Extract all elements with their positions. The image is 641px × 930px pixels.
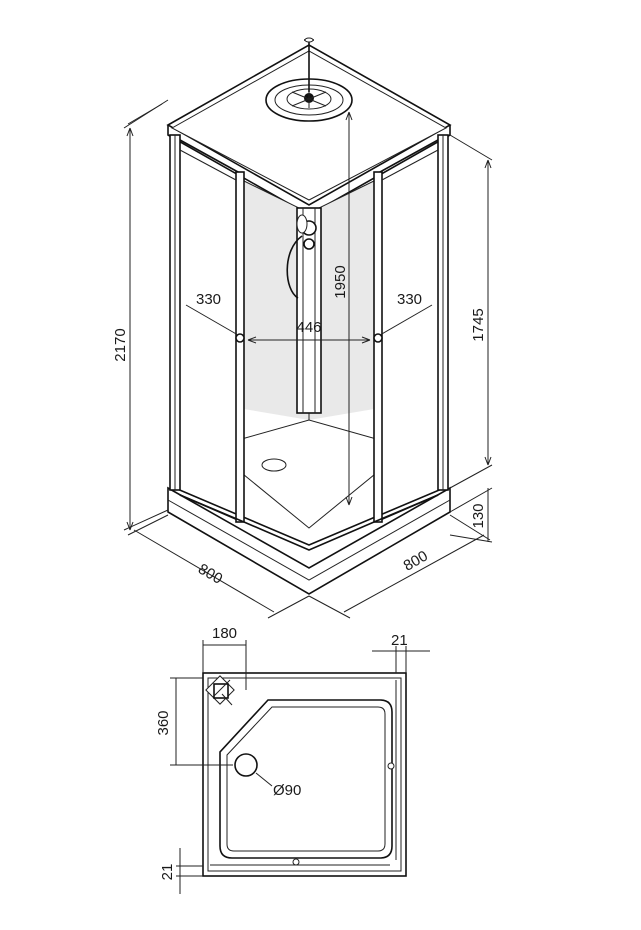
height-tray-label: 130 xyxy=(470,503,487,528)
right-sliding-door xyxy=(373,139,439,523)
left-sliding-door xyxy=(179,139,245,523)
hand-shower-icon xyxy=(296,214,308,234)
height-total-label: 2170 xyxy=(112,328,129,361)
back-wall-right xyxy=(309,178,380,420)
offset-x-label: 180 xyxy=(212,625,237,642)
width-left-label: 800 xyxy=(195,560,225,587)
isometric-view: 2170 1745 130 1950 330 330 446 800 800 xyxy=(112,37,493,619)
door-right-label: 330 xyxy=(397,291,422,308)
basin-outline xyxy=(219,699,393,859)
wall-thickness-top-label: 21 xyxy=(391,632,408,649)
offset-y-label: 360 xyxy=(155,710,172,735)
back-wall-left xyxy=(238,178,309,420)
drain-icon xyxy=(261,458,287,472)
width-right-label: 800 xyxy=(401,547,431,574)
left-front-post xyxy=(169,134,181,491)
right-door-handle xyxy=(373,333,383,343)
drain-diameter-label: Ø90 xyxy=(273,782,301,799)
shower-column xyxy=(286,207,322,414)
door-left-label: 330 xyxy=(196,291,221,308)
tray-outline xyxy=(202,672,407,877)
height-shower-label: 1950 xyxy=(332,265,349,298)
tray-floor xyxy=(237,419,381,529)
right-front-post xyxy=(437,134,449,491)
plan-view: Ø90 180 360 21 21 xyxy=(155,625,430,894)
left-door-handle xyxy=(235,333,245,343)
wall-thickness-bottom-label: 21 xyxy=(159,864,176,881)
drain-icon xyxy=(234,753,258,777)
rain-shower-head xyxy=(265,37,353,122)
door-opening-label: 446 xyxy=(296,319,321,336)
height-walls-label: 1745 xyxy=(470,308,487,341)
corner-mixer-icon xyxy=(205,675,235,706)
